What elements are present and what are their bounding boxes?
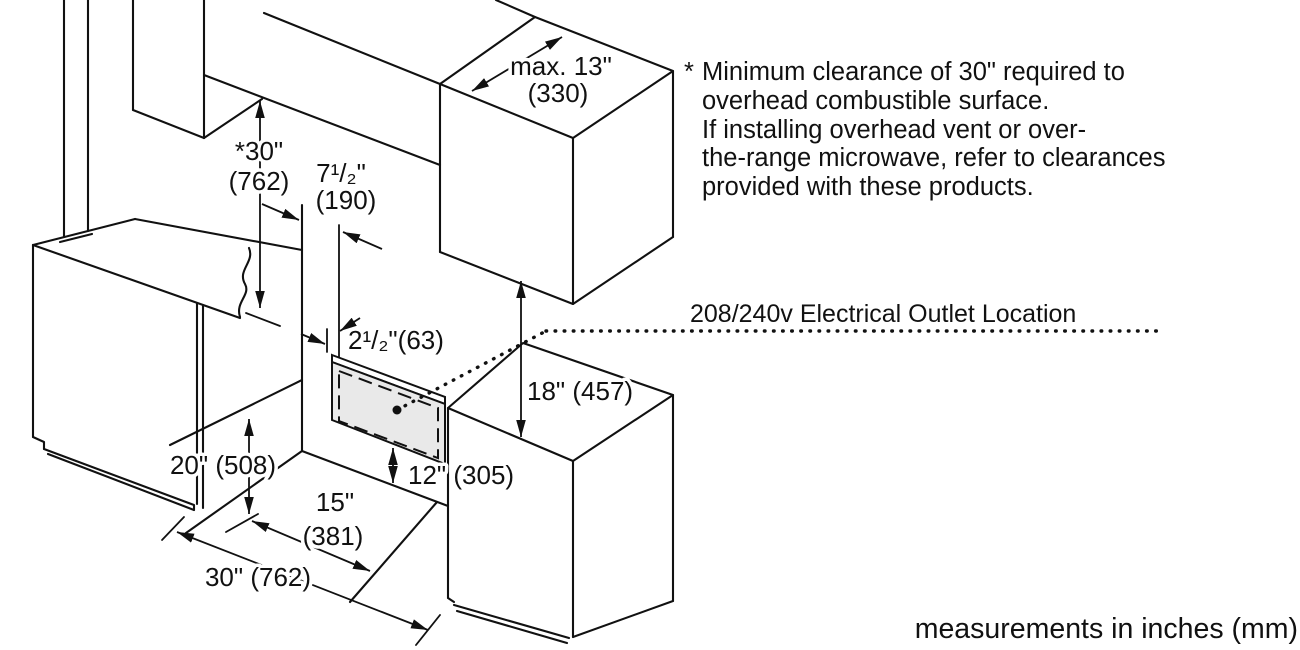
toe-kick-step bbox=[446, 596, 456, 604]
outlet-zone-panel bbox=[331, 360, 446, 466]
cabinet-bottom-side-edge bbox=[202, 97, 264, 140]
toe-kick-top bbox=[452, 603, 571, 640]
dimension-labels: max. 13" (330) *30" (762) 7¹/₂" (190) 2¹… bbox=[166, 48, 636, 596]
outlet-leader-dotted-line bbox=[395, 329, 548, 412]
cabinet-base-extension-line bbox=[348, 500, 439, 604]
dim-arrow-2-5-right bbox=[339, 317, 361, 332]
dim-arrow-7-5-right bbox=[342, 231, 383, 250]
outlet-location-label: 208/240v Electrical Outlet Location bbox=[690, 300, 1076, 328]
floor-sidewall-junction bbox=[184, 449, 304, 535]
dim-arrow-30-width bbox=[176, 531, 429, 631]
soffit-top-edge bbox=[262, 11, 442, 86]
label-18: 18" (457) bbox=[527, 376, 633, 406]
toe-kick-bottom bbox=[455, 609, 569, 645]
label-20: 20" (508) bbox=[170, 450, 276, 480]
footnote: * Minimum clearance of 30" required to o… bbox=[684, 58, 1165, 201]
dim-arrow-max-13 bbox=[471, 36, 563, 92]
left-base-cabinet bbox=[31, 217, 304, 512]
wall-and-soffit bbox=[168, 0, 537, 604]
bottom-edges bbox=[438, 235, 675, 306]
upper-left-cabinet bbox=[131, 0, 264, 140]
label-clearance-30-mm: (762) bbox=[229, 166, 290, 196]
units-note: measurements in inches (mm) bbox=[915, 613, 1298, 645]
counter-wall-junction bbox=[133, 217, 304, 252]
label-max-13-mm: (330) bbox=[528, 78, 589, 108]
label-12: 12" (305) bbox=[408, 460, 514, 490]
dim-tick-counter-level bbox=[245, 312, 281, 327]
floor-wall-junction bbox=[300, 449, 450, 508]
right-base-cabinet bbox=[446, 341, 675, 645]
label-30-width: 30" (762) bbox=[205, 562, 311, 592]
label-2-5: 2¹/₂"(63) bbox=[348, 325, 444, 355]
label-7-5: 7¹/₂" bbox=[316, 158, 366, 188]
footnote-line-5: provided with these products. bbox=[702, 173, 1034, 201]
soffit-bottom-edge bbox=[202, 73, 442, 167]
footnote-line-1: Minimum clearance of 30" required to bbox=[702, 58, 1125, 86]
label-max-13: max. 13" bbox=[510, 51, 612, 81]
toe-kick-bottom bbox=[46, 452, 196, 512]
outlet-zone-dashed-border bbox=[338, 369, 439, 460]
ceiling-edge bbox=[494, 0, 537, 19]
cabinet-bottom-front-edge bbox=[131, 108, 206, 140]
dimension-lines bbox=[161, 36, 563, 646]
bottom-side-edge bbox=[571, 599, 675, 639]
counter-front-edge bbox=[31, 243, 242, 320]
chimney-base-line bbox=[58, 232, 94, 244]
footnote-line-3: If installing overhead vent or over- bbox=[702, 116, 1086, 144]
footnote-line-2: overhead combustible surface. bbox=[702, 87, 1049, 115]
label-clearance-30: *30" bbox=[235, 136, 283, 166]
dim-arrow-2-5-left bbox=[300, 333, 326, 345]
dim-arrow-7-5-left bbox=[261, 203, 300, 221]
label-15-mm: (381) bbox=[303, 521, 364, 551]
footnote-line-4: the-range microwave, refer to clearances bbox=[702, 144, 1165, 172]
dim-tick-30-left bbox=[161, 516, 185, 541]
dim-tick-30-right bbox=[415, 614, 441, 646]
dim-tick-20-bottom bbox=[225, 513, 259, 533]
label-15: 15" bbox=[316, 487, 354, 517]
sidewall-base-line bbox=[168, 378, 304, 447]
toe-kick-top bbox=[42, 447, 196, 512]
footnote-asterisk: * bbox=[684, 58, 694, 86]
electrical-outlet-zone bbox=[331, 329, 1164, 466]
counter-back-edge bbox=[31, 217, 137, 247]
counter-break-squiggle bbox=[237, 246, 252, 319]
label-7-5-mm: (190) bbox=[316, 185, 377, 215]
chimney bbox=[58, 0, 94, 244]
bottom-front-corner bbox=[31, 435, 46, 451]
